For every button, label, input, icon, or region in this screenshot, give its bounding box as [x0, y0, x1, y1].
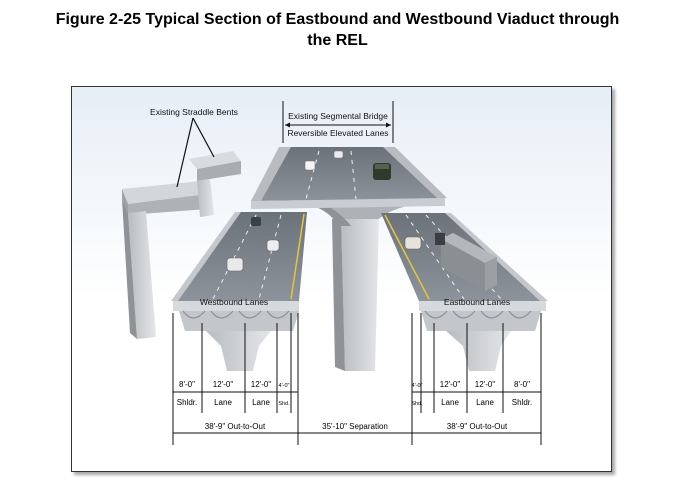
pointer-line [192, 117, 215, 158]
dim-label: Shldr. [512, 398, 532, 407]
dim-label: Lane [441, 398, 459, 407]
eastbound-viaduct [381, 213, 548, 371]
dimension-lines [173, 391, 541, 434]
dim-label: Lane [476, 398, 494, 407]
arrowhead [285, 122, 290, 128]
dim-value: 12'-0" [213, 380, 234, 389]
segmental-bridge [251, 147, 447, 371]
dim-label: Shd. [278, 401, 290, 407]
dim-label: Shd. [411, 401, 423, 407]
figure-title-line-1: Figure 2-25 Typical Section of Eastbound… [55, 11, 620, 28]
reversible-lanes-label: Reversible Elevated Lanes [287, 128, 388, 138]
dim-value: 4'-0" [412, 383, 423, 389]
arrowhead [386, 122, 391, 128]
figure-title-line-2: the REL [307, 32, 368, 49]
dim-value: 12'-0" [475, 380, 496, 389]
dim-value: 8'-0" [514, 380, 530, 389]
dim-label: Lane [214, 398, 232, 407]
westbound-label: Westbound Lanes [200, 297, 268, 307]
dim-label: Lane [252, 398, 270, 407]
eastbound-label: Eastbound Lanes [444, 297, 510, 307]
pointer-line [176, 117, 194, 188]
dimension-extension-lines [172, 313, 542, 445]
straddle-bents-label: Existing Straddle Bents [150, 107, 238, 117]
dim-value: 12'-0" [251, 380, 272, 389]
eastbound-total: 38'-9" Out-to-Out [447, 422, 508, 431]
figure-frame: Existing Straddle Bents Existing Segment… [71, 86, 612, 472]
viaduct-section-diagram: Existing Straddle Bents Existing Segment… [72, 87, 611, 471]
separation-total: 35'-10" Separation [322, 422, 388, 431]
dim-value: 4'-0" [279, 383, 290, 389]
dim-value: 8'-0" [179, 380, 195, 389]
dim-label: Shldr. [177, 398, 197, 407]
segmental-bridge-label: Existing Segmental Bridge [288, 111, 388, 121]
straddle-bent-right [189, 151, 241, 217]
westbound-viaduct [171, 212, 307, 371]
dim-value: 12'-0" [440, 380, 461, 389]
westbound-total: 38'-9" Out-to-Out [205, 422, 266, 431]
straddle-bent-left [122, 181, 207, 339]
